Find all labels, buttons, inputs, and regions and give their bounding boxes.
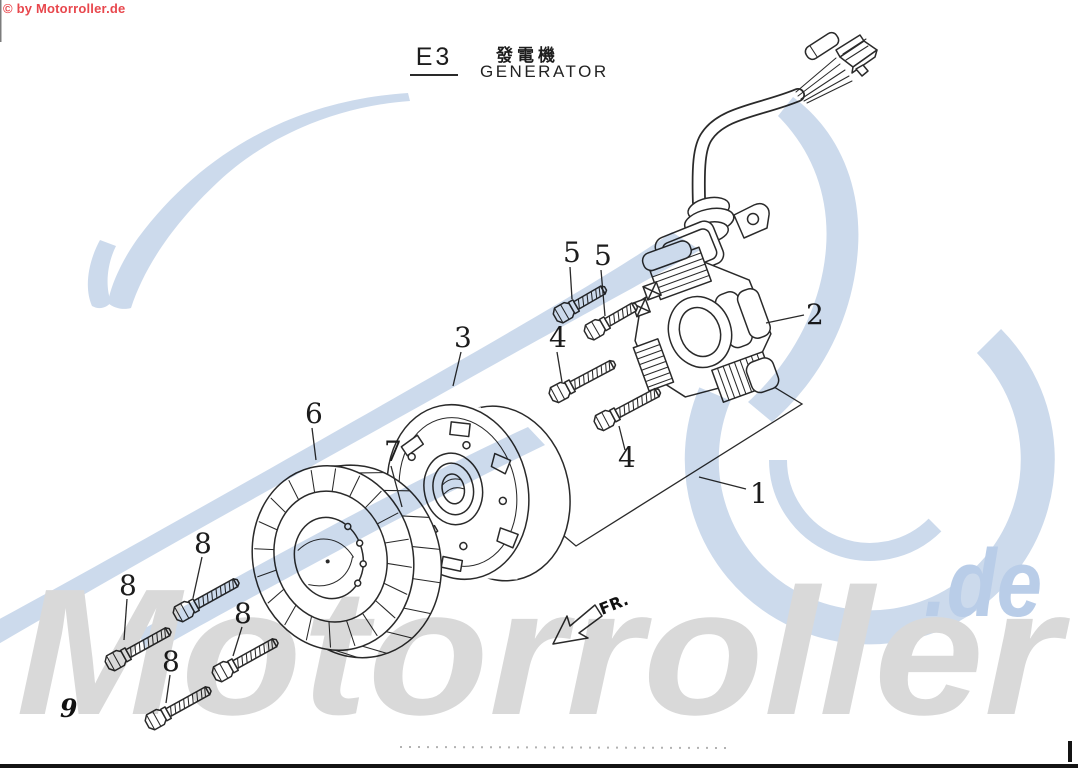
callout-6-label: 6 xyxy=(305,397,323,430)
title-chinese: 發電機 xyxy=(496,46,559,66)
bottom-edge-line xyxy=(0,764,1078,768)
binding-mark xyxy=(1068,741,1072,762)
leader-line-8c xyxy=(232,626,243,657)
leader-line-8d xyxy=(165,674,171,704)
watermark-domain-text: .de xyxy=(924,530,1042,637)
leader-line-8b xyxy=(192,556,203,599)
title-english: GENERATOR xyxy=(480,62,609,81)
scooter-watermark xyxy=(0,93,1055,655)
leader-line-8a xyxy=(123,598,128,641)
callout-1-label: 1 xyxy=(750,477,768,510)
callout-4b-label: 4 xyxy=(618,441,636,474)
section-code: E3 xyxy=(410,43,458,76)
leader-line-4b xyxy=(618,425,626,451)
callout-3-label: 3 xyxy=(454,321,472,354)
page-number: 9 xyxy=(60,694,78,723)
connector-plug xyxy=(795,31,878,104)
watermark-wheel-ring xyxy=(684,329,1055,645)
bracket-tab xyxy=(733,203,770,239)
stator-coil-left xyxy=(632,338,675,392)
left-edge-mark xyxy=(0,0,2,42)
callout-7-label: 7 xyxy=(384,435,402,468)
callout-5a-label: 5 xyxy=(563,236,581,269)
bolt-4a xyxy=(546,354,620,406)
scan-speckle-line xyxy=(399,746,731,749)
callout-8a-label: 8 xyxy=(119,569,137,602)
watermark-brand-text: Motorroller xyxy=(16,552,1071,753)
bolt-4b xyxy=(591,382,665,434)
fan-vanes xyxy=(254,468,412,648)
copyright-notice: © by Motorroller.de xyxy=(3,1,126,16)
callout-8b-label: 8 xyxy=(194,527,212,560)
leader-line-2 xyxy=(765,314,805,324)
generator-cable xyxy=(691,88,805,209)
callout-5b-label: 5 xyxy=(594,239,612,272)
callout-8c-label: 8 xyxy=(234,597,252,630)
callout-8d-label: 8 xyxy=(162,645,180,678)
stator-assembly xyxy=(631,240,780,403)
fan-rim-blades xyxy=(330,464,441,659)
leader-line-5a xyxy=(569,266,573,300)
watermark-overlay: Motorroller .de xyxy=(0,93,1071,753)
watermark-wheel-inner xyxy=(769,459,942,561)
leader-line-4a xyxy=(556,351,563,383)
